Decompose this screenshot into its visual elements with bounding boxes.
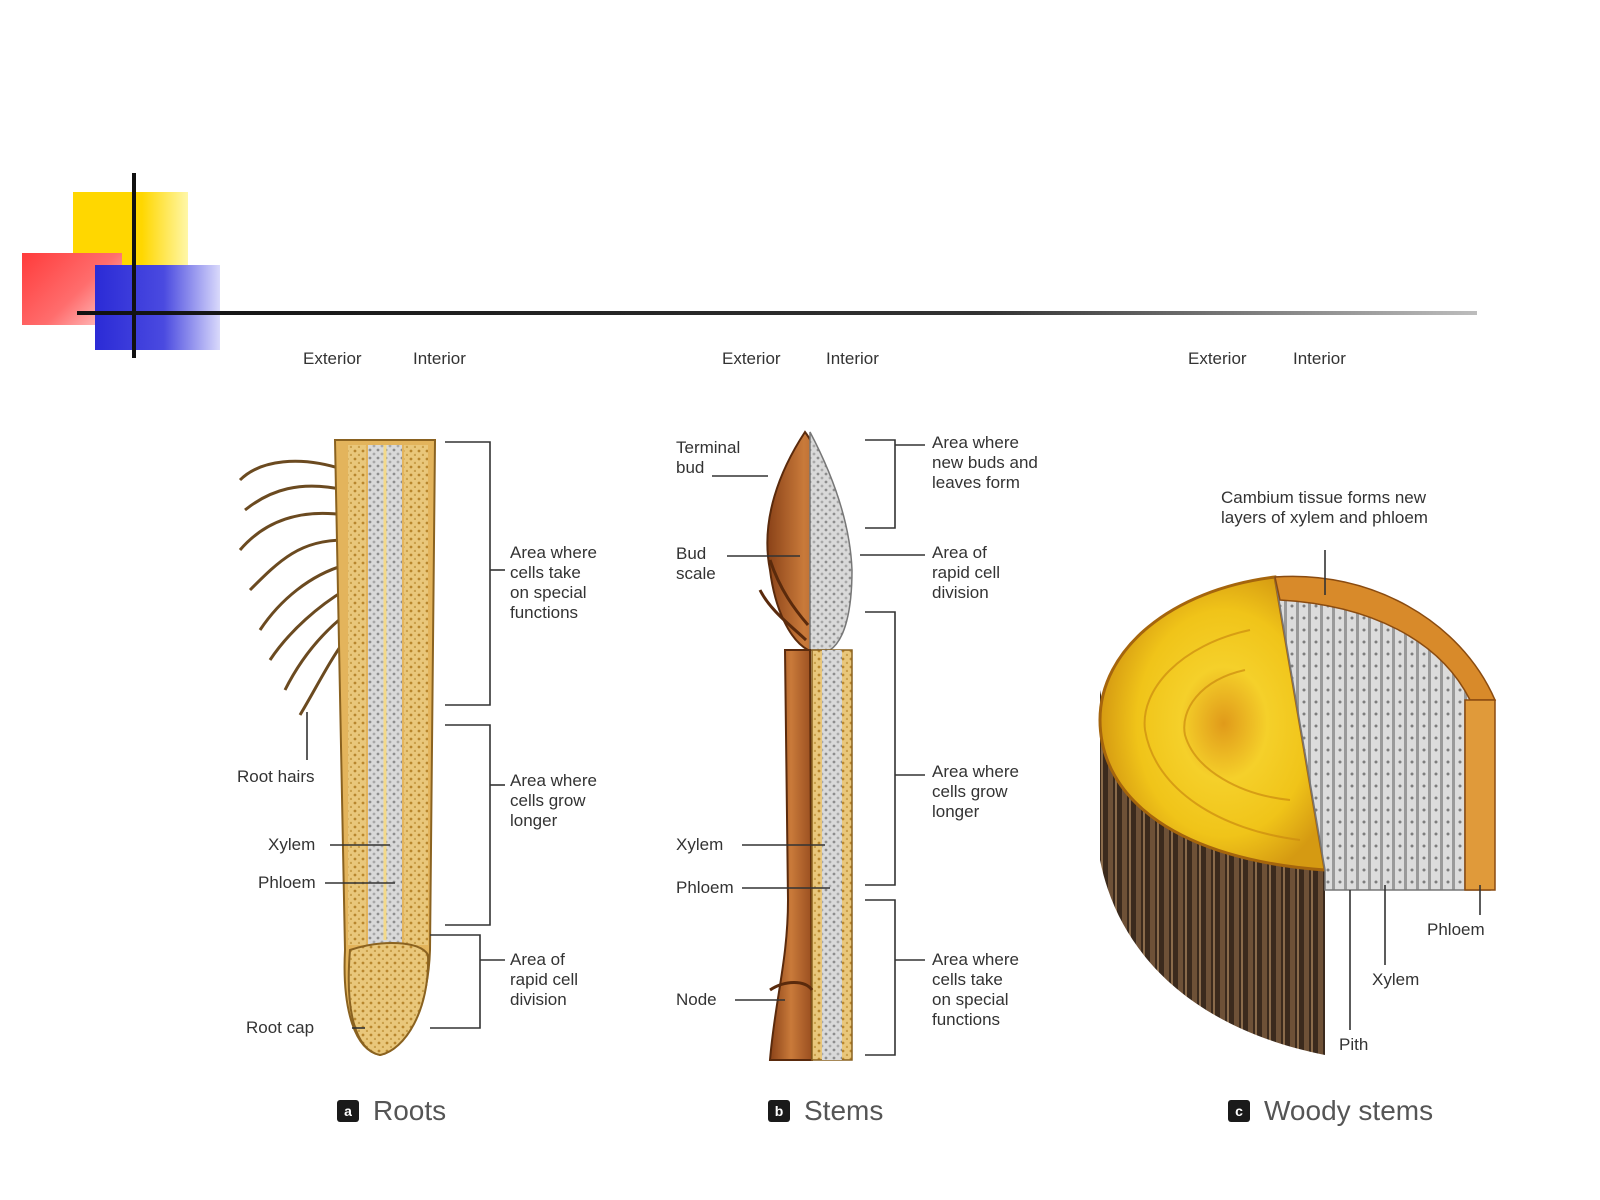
stems-area-longer-label: Area where cells grow longer <box>932 762 1019 821</box>
woody-caption-text: Woody stems <box>1264 1095 1434 1126</box>
stems-terminal-bud-label: Terminal bud <box>676 438 741 477</box>
roots-phloem-label: Phloem <box>258 873 316 892</box>
stems-caption: b Stems <box>768 1095 883 1127</box>
roots-caption: a Roots <box>337 1095 446 1127</box>
title-underline <box>77 311 1477 315</box>
deco-blue-square <box>95 265 220 350</box>
deco-vertical-line <box>132 173 136 358</box>
stems-node-label: Node <box>676 990 717 1009</box>
stems-caption-text: Stems <box>804 1095 884 1126</box>
woody-phloem-label: Phloem <box>1427 920 1485 939</box>
roots-area-longer-label: Area where cells grow longer <box>510 771 597 830</box>
stems-interior-label: Interior <box>826 349 879 368</box>
woody-cambium-label: Cambium tissue forms new layers of xylem… <box>1221 488 1428 527</box>
roots-exterior-label: Exterior <box>303 349 362 368</box>
roots-xylem-label: Xylem <box>268 835 316 854</box>
roots-interior-label: Interior <box>413 349 466 368</box>
stems-area-special-label: Area where cells take on special functio… <box>932 950 1019 1029</box>
root-illustration <box>238 439 505 1057</box>
stems-area-division-label: Area of rapid cell division <box>932 543 1001 602</box>
stems-exterior-label: Exterior <box>722 349 781 368</box>
roots-area-special-label: Area where cells take on special functio… <box>510 543 597 622</box>
roots-root-cap-label: Root cap <box>246 1018 315 1037</box>
roots-root-hairs-label: Root hairs <box>237 767 315 786</box>
woody-caption: c Woody stems <box>1228 1095 1433 1127</box>
woody-pith-label: Pith <box>1339 1035 1369 1054</box>
stems-phloem-label: Phloem <box>676 878 734 897</box>
roots-caption-text: Roots <box>373 1095 447 1126</box>
stem-illustration <box>712 430 925 1061</box>
caption-letter-badge: c <box>1228 1100 1250 1122</box>
woody-stem-illustration <box>1098 550 1497 1055</box>
stems-xylem-label: Xylem <box>676 835 724 854</box>
caption-letter-badge: b <box>768 1100 790 1122</box>
stems-area-buds-label: Area where new buds and leaves form <box>932 433 1038 492</box>
caption-letter-badge: a <box>337 1100 359 1122</box>
roots-area-division-label: Area of rapid cell division <box>510 950 579 1009</box>
stems-bud-scale-label: Bud scale <box>676 544 716 583</box>
woody-exterior-label: Exterior <box>1188 349 1247 368</box>
woody-interior-label: Interior <box>1293 349 1346 368</box>
woody-xylem-label: Xylem <box>1372 970 1420 989</box>
